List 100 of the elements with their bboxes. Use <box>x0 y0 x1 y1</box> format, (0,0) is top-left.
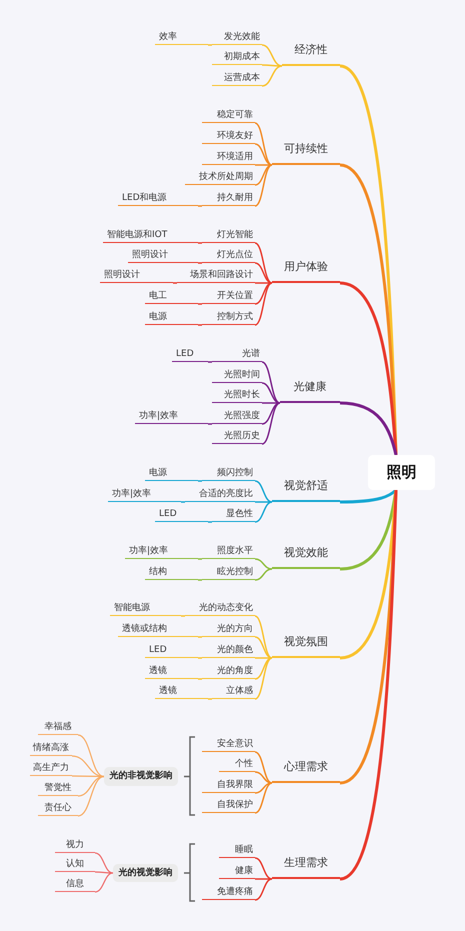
subtopic-label: 场景和回路设计 <box>177 268 255 283</box>
connector-line <box>262 382 280 404</box>
subtopic-label: 光照历史 <box>212 429 262 444</box>
subtopic-label: 光照时间 <box>212 368 262 383</box>
subtopic-label: 持久耐用 <box>202 191 255 206</box>
branch-topic: 视觉氛围 <box>272 632 340 658</box>
subtopic-label: 开关位置 <box>202 289 255 304</box>
subtopic-label: 免遭疼痛 <box>202 885 255 900</box>
subtopic-label: 信息 <box>55 877 95 892</box>
branch-topic: 视觉舒适 <box>272 476 340 502</box>
connector-line <box>78 776 104 797</box>
connector-line <box>198 480 202 482</box>
connector-line <box>208 698 212 700</box>
connector-line <box>173 282 177 284</box>
connector-line <box>208 361 212 363</box>
subtopic-label: 光照时长 <box>212 388 262 403</box>
connector-line <box>181 615 185 617</box>
subtopic-label: 光的角度 <box>202 664 255 679</box>
connector-line <box>254 751 272 784</box>
connector-line <box>254 480 272 503</box>
subtopic-label: 光的方向 <box>202 622 255 637</box>
connector-line <box>255 878 272 880</box>
connector-line <box>339 490 398 880</box>
connector-line <box>340 488 398 504</box>
subtopic-label: 照度水平 <box>202 544 255 559</box>
subtopic-label: 功率|效率 <box>108 487 181 502</box>
connector-line <box>198 324 202 326</box>
subtopic-label: LED <box>155 507 208 522</box>
connector-line <box>262 361 280 404</box>
subtopic-label: 功率|效率 <box>135 409 208 424</box>
subtopic-label: 控制方式 <box>202 310 255 325</box>
connector-line <box>254 143 272 166</box>
subtopic-label: 透镜或结构 <box>118 622 198 637</box>
subtopic-label: 智能电源 <box>110 601 181 616</box>
subtopic-label: 电源 <box>145 310 198 325</box>
connector-line <box>254 878 272 901</box>
connector-line <box>340 402 398 456</box>
subtopic-label: 智能电源和IOT <box>103 228 198 243</box>
connector-line <box>254 657 272 700</box>
connector-line <box>254 164 272 186</box>
connector-line <box>198 262 202 264</box>
subtopic-label: 环境适用 <box>202 150 255 165</box>
connector-line <box>198 636 202 638</box>
subtopic-label: 电工 <box>145 289 198 304</box>
connector-line <box>198 558 202 560</box>
subtopic-label: 环境友好 <box>202 129 255 144</box>
branch-topic: 心理需求 <box>272 757 340 783</box>
connector-line <box>254 501 272 523</box>
connector-line <box>340 282 398 456</box>
connector-line <box>208 423 212 425</box>
connector-line <box>95 871 113 874</box>
connector-line <box>254 282 272 305</box>
connector-line <box>262 44 282 67</box>
connector-line <box>78 776 104 817</box>
subtopic-label: 结构 <box>145 565 198 580</box>
connector-line <box>254 568 272 581</box>
branch-topic: 生理需求 <box>272 853 340 879</box>
subtopic-label: 个性 <box>219 757 255 772</box>
connector-line <box>254 164 272 207</box>
subtopic-label: 频闪控制 <box>202 466 255 481</box>
connector-line <box>255 657 272 659</box>
subtopic-label: 光的动态变化 <box>185 601 255 616</box>
connector-line <box>254 771 272 784</box>
connector-line <box>262 402 280 404</box>
connector-line <box>198 678 202 680</box>
summary-box: 光的视觉影响 <box>113 864 178 882</box>
connector-line <box>94 852 114 874</box>
subtopic-label: 幸福感 <box>38 720 78 735</box>
subtopic-label: 显色性 <box>212 507 255 522</box>
subtopic-label: 运营成本 <box>212 71 262 86</box>
connector-line <box>198 242 202 244</box>
connector-line <box>254 122 272 166</box>
connector-line <box>262 65 282 87</box>
connector-line <box>254 282 272 326</box>
subtopic-label: 灯光点位 <box>202 248 255 263</box>
subtopic-label: 照明设计 <box>100 268 173 283</box>
subtopic-label: LED <box>145 643 198 658</box>
subtopic-label: 技术所处周期 <box>185 170 255 185</box>
connector-line <box>254 262 272 284</box>
connector-line <box>254 558 272 570</box>
subtopic-label: 光照强度 <box>212 409 262 424</box>
subtopic-label: 透镜 <box>145 664 198 679</box>
subtopic-label: 警觉性 <box>38 781 78 796</box>
connector-line <box>254 615 272 659</box>
summary-box: 光的非视觉影响 <box>104 767 178 786</box>
subtopic-label: 功率|效率 <box>125 544 198 559</box>
connector-line <box>254 636 272 659</box>
subtopic-label: 电源 <box>145 466 198 481</box>
subtopic-label: 发光效能 <box>212 30 262 45</box>
connector-line <box>198 205 202 207</box>
connector-line <box>198 579 202 581</box>
connector-line <box>254 782 272 794</box>
branch-topic: 用户体验 <box>272 257 340 283</box>
subtopic-label: 透镜 <box>155 684 208 699</box>
connector-line <box>340 490 398 570</box>
subtopic-label: 光谱 <box>212 347 262 362</box>
connector-line <box>255 282 272 284</box>
connector-line <box>262 64 282 67</box>
subtopic-label: 安全意识 <box>202 737 255 752</box>
subtopic-label: 光的颜色 <box>202 643 255 658</box>
